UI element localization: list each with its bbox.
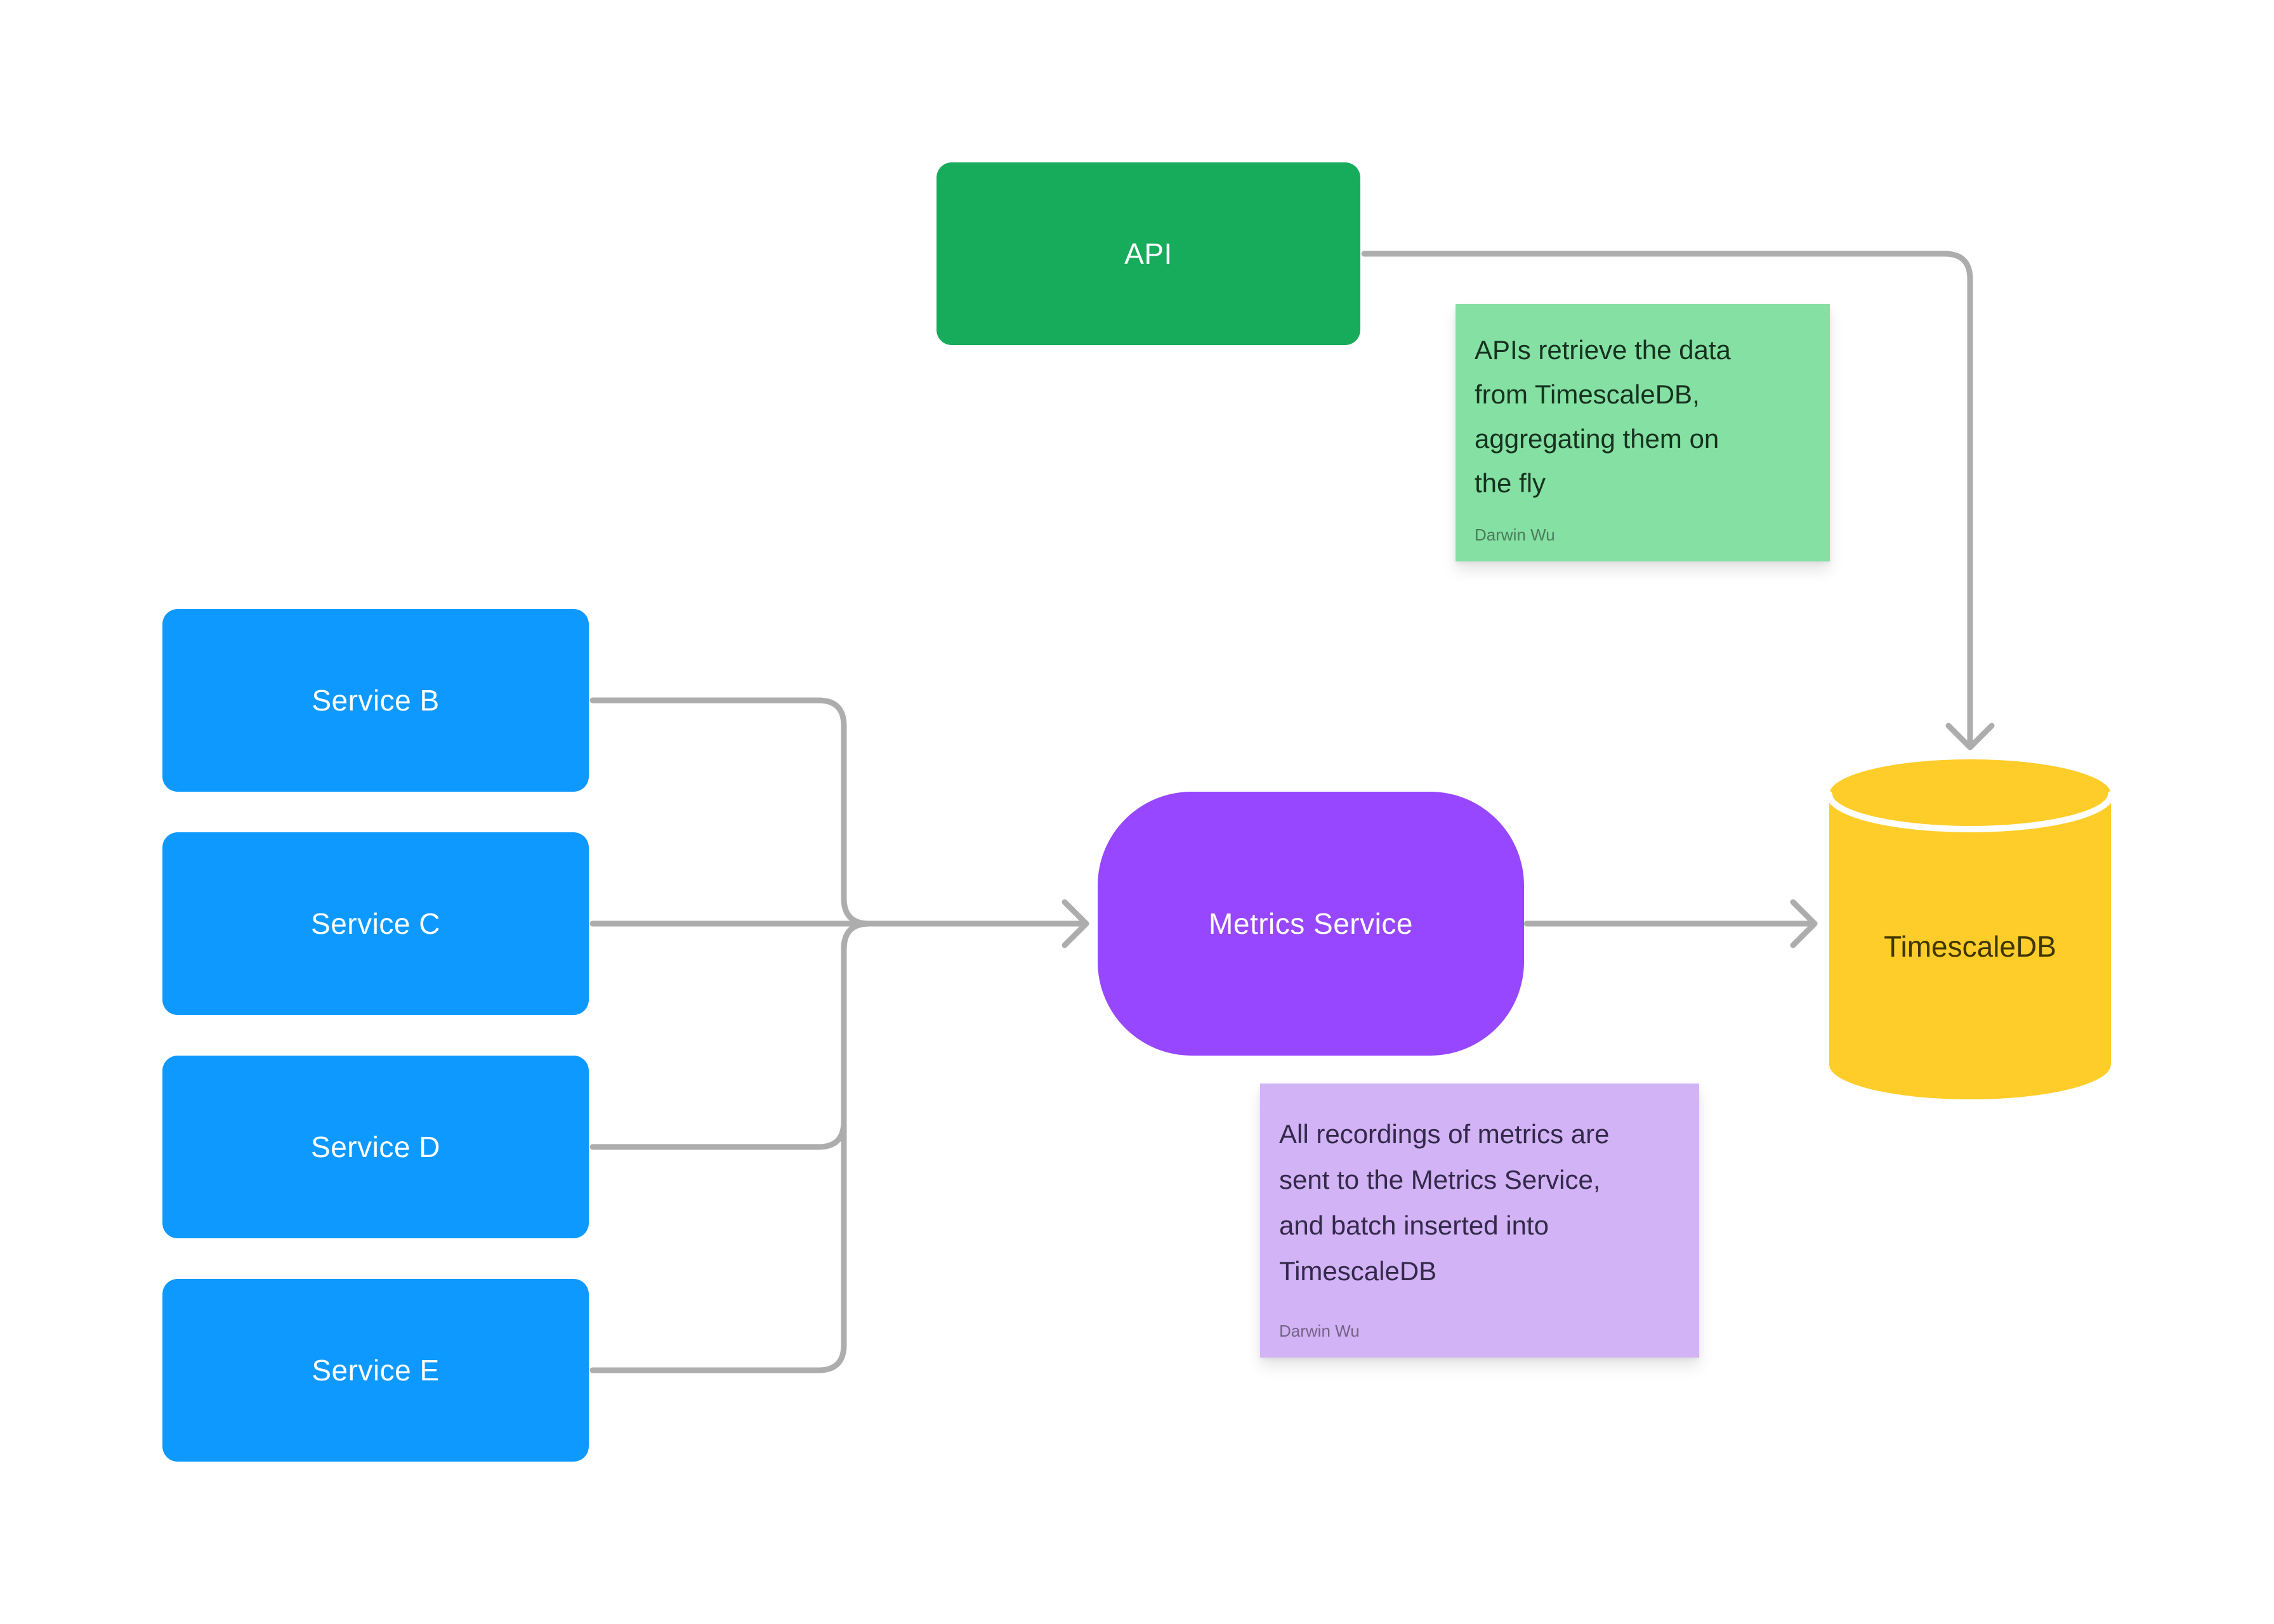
connector-service-c-arrowhead[interactable] — [1061, 899, 1089, 948]
node-api[interactable]: API — [937, 162, 1360, 345]
sticky-note-api-text: APIs retrieve the data from TimescaleDB,… — [1456, 304, 1830, 506]
connector-service-d-line[interactable] — [589, 920, 872, 1150]
connector-metrics-arrowhead[interactable] — [1790, 899, 1818, 948]
service-d-label: Service D — [311, 1130, 440, 1163]
note-line: APIs retrieve the data — [1475, 335, 1731, 365]
sticky-note-api[interactable]: APIs retrieve the data from TimescaleDB,… — [1456, 304, 1830, 561]
sticky-note-metrics-text: All recordings of metrics are sent to th… — [1260, 1084, 1699, 1294]
note-line: from TimescaleDB, — [1475, 379, 1700, 409]
connector-api-to-timescaledb-arrowhead[interactable] — [1945, 723, 1995, 750]
note-line: TimescaleDB — [1279, 1256, 1437, 1286]
connector-service-b-line[interactable] — [589, 697, 872, 927]
node-timescaledb-cylinder[interactable] — [1826, 759, 2114, 1099]
connector-service-c-to-metrics-service[interactable] — [589, 899, 1089, 948]
service-b-label: Service B — [312, 684, 440, 717]
connector-service-d-to-merge[interactable] — [589, 920, 872, 1150]
node-service-e[interactable]: Service E — [162, 1279, 589, 1462]
node-metrics-service[interactable]: Metrics Service — [1098, 792, 1524, 1056]
connector-api-to-timescaledb-line[interactable] — [1361, 251, 1973, 750]
note-line: aggregating them on — [1475, 424, 1719, 454]
connector-service-b-to-merge[interactable] — [589, 697, 872, 927]
service-c-label: Service C — [311, 907, 440, 940]
sticky-note-metrics-author: Darwin Wu — [1279, 1321, 1360, 1340]
connector-api-to-timescaledb[interactable] — [1361, 251, 1995, 750]
metrics-service-label: Metrics Service — [1209, 907, 1413, 940]
api-label: API — [1124, 237, 1173, 270]
note-line: the fly — [1475, 468, 1546, 498]
node-service-c[interactable]: Service C — [162, 832, 589, 1015]
note-line: sent to the Metrics Service, — [1279, 1165, 1601, 1195]
sticky-note-metrics[interactable]: All recordings of metrics are sent to th… — [1260, 1084, 1699, 1358]
note-line: All recordings of metrics are — [1279, 1119, 1610, 1149]
note-line: and batch inserted into — [1279, 1210, 1549, 1240]
db-cylinder-cap-line — [1826, 791, 2114, 832]
timescaledb-label: TimescaleDB — [1884, 930, 2056, 963]
node-service-b[interactable]: Service B — [162, 609, 589, 792]
sticky-note-api-author: Darwin Wu — [1475, 525, 1555, 544]
service-e-label: Service E — [312, 1354, 440, 1387]
db-cylinder-body[interactable] — [1829, 759, 2111, 1099]
node-service-d[interactable]: Service D — [162, 1056, 589, 1238]
connector-metrics-service-to-timescaledb[interactable] — [1523, 899, 1818, 948]
